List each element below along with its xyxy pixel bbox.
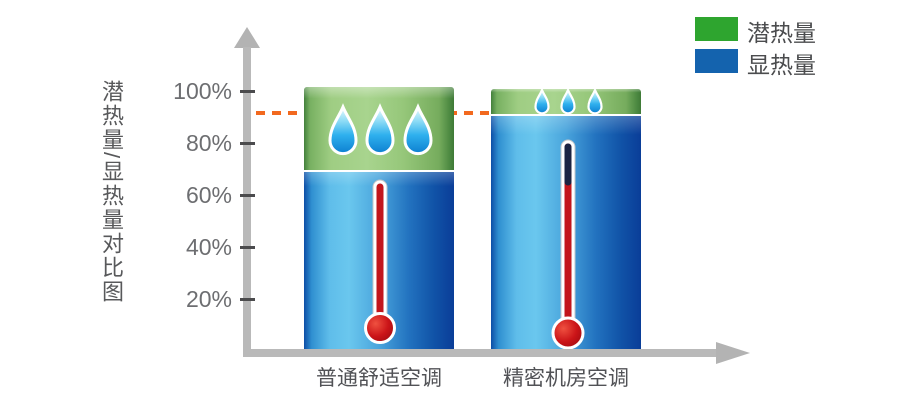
bar1-decorations [328,103,433,344]
y-axis-title: 潜热量/显热量对比图 [99,80,124,305]
bar-precision-room-ac [491,89,641,349]
x-axis-arrow-right-icon [716,342,750,364]
legend-label-sensible-heat: 显热量 [747,52,816,78]
thermometer-icon [551,139,585,349]
y-tick-mark [240,142,255,145]
thermometer-icon [364,179,396,344]
x-axis-line [243,349,716,357]
y-tick-label-20: 20% [185,286,232,312]
y-tick-label-60: 60% [185,182,232,208]
y-tick-label-80: 80% [185,130,232,156]
y-tick-label-100: 100% [173,78,232,104]
category-label-precision-room-ac: 精密机房空调 [503,367,629,390]
water-drop-icon [328,103,358,156]
category-label-ordinary-comfort-ac: 普通舒适空调 [316,367,442,390]
water-drop-icon [403,103,433,156]
water-drop-icon [534,89,550,115]
water-drop-icon [560,89,576,115]
y-tick-mark [240,194,255,197]
y-axis-arrow-up-icon [234,27,260,48]
segment-divider [491,114,641,116]
y-tick-mark [240,298,255,301]
y-tick-mark [240,90,255,93]
segment-divider [304,170,454,172]
y-tick-mark [240,246,255,249]
legend-label-latent-heat: 潜热量 [747,20,816,46]
bar2-decorations [534,89,603,349]
water-drop-icon [365,103,395,156]
legend-swatch-sensible-heat [695,49,738,73]
legend-swatch-latent-heat [695,17,738,41]
y-axis-line [243,47,251,357]
y-tick-label-40: 40% [185,234,232,260]
bar-ordinary-comfort-ac [304,87,454,349]
water-drop-icon [587,89,603,115]
